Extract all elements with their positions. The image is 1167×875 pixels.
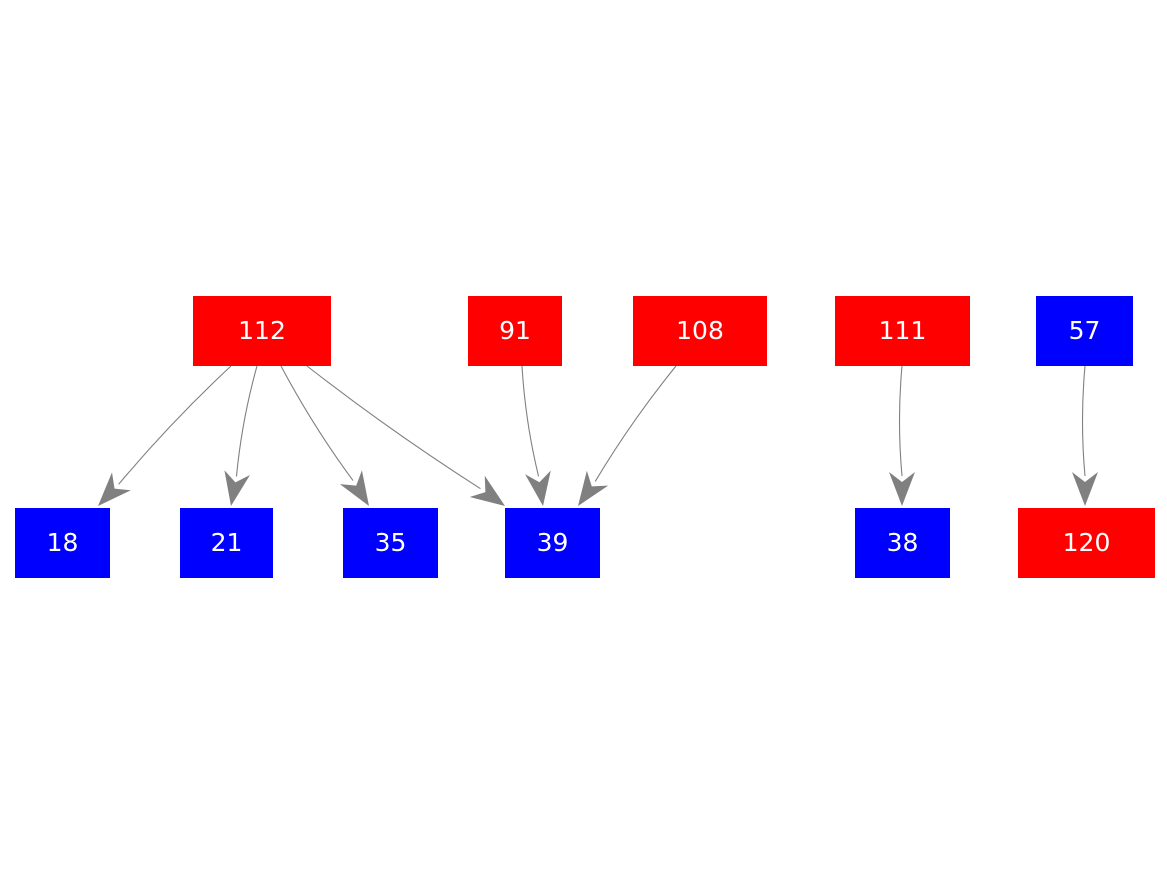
graph-node-112[interactable]: 112 (193, 296, 331, 366)
graph-node-38[interactable]: 38 (855, 508, 950, 578)
arrowhead-icon (339, 470, 369, 506)
graph-node-35[interactable]: 35 (343, 508, 438, 578)
edge-112-to-39 (306, 365, 505, 506)
graph-node-120[interactable]: 120 (1018, 508, 1155, 578)
node-box[interactable] (468, 296, 562, 366)
edge-shaft (594, 365, 677, 482)
edge-111-to-38 (889, 365, 915, 506)
edge-shaft (235, 365, 258, 477)
edge-112-to-21 (224, 365, 258, 506)
arrowhead-icon (224, 470, 250, 506)
edge-112-to-35 (280, 365, 369, 506)
arrowhead-icon (98, 472, 131, 506)
graph-node-108[interactable]: 108 (633, 296, 767, 366)
arrowhead-icon (469, 475, 505, 506)
node-box[interactable] (835, 296, 970, 366)
edge-shaft (118, 365, 232, 485)
node-box[interactable] (633, 296, 767, 366)
node-box[interactable] (193, 296, 331, 366)
node-box[interactable] (505, 508, 600, 578)
graph-node-91[interactable]: 91 (468, 296, 562, 366)
edge-108-to-39 (578, 365, 677, 506)
edge-57-to-120 (1072, 365, 1098, 506)
graph-node-18[interactable]: 18 (15, 508, 110, 578)
arrowhead-icon (525, 470, 551, 506)
arrowhead-icon (578, 470, 609, 506)
edge-shaft (1081, 365, 1086, 477)
edge-layer (98, 365, 1098, 506)
edge-shaft (521, 365, 540, 477)
graph-node-39[interactable]: 39 (505, 508, 600, 578)
arrowhead-icon (889, 472, 915, 506)
graph-node-111[interactable]: 111 (835, 296, 970, 366)
graph-node-57[interactable]: 57 (1036, 296, 1133, 366)
node-box[interactable] (1018, 508, 1155, 578)
edge-shaft (280, 365, 354, 481)
node-box[interactable] (15, 508, 110, 578)
arrowhead-icon (1072, 472, 1098, 506)
edge-91-to-39 (521, 365, 551, 506)
edge-shaft (306, 365, 481, 490)
graph-node-21[interactable]: 21 (180, 508, 273, 578)
edge-112-to-18 (98, 365, 232, 506)
node-box[interactable] (855, 508, 950, 578)
edge-shaft (898, 365, 903, 477)
node-box[interactable] (343, 508, 438, 578)
node-box[interactable] (180, 508, 273, 578)
node-layer: 112 91 108 111 57 18 21 35 39 38 120 (15, 296, 1155, 578)
node-box[interactable] (1036, 296, 1133, 366)
